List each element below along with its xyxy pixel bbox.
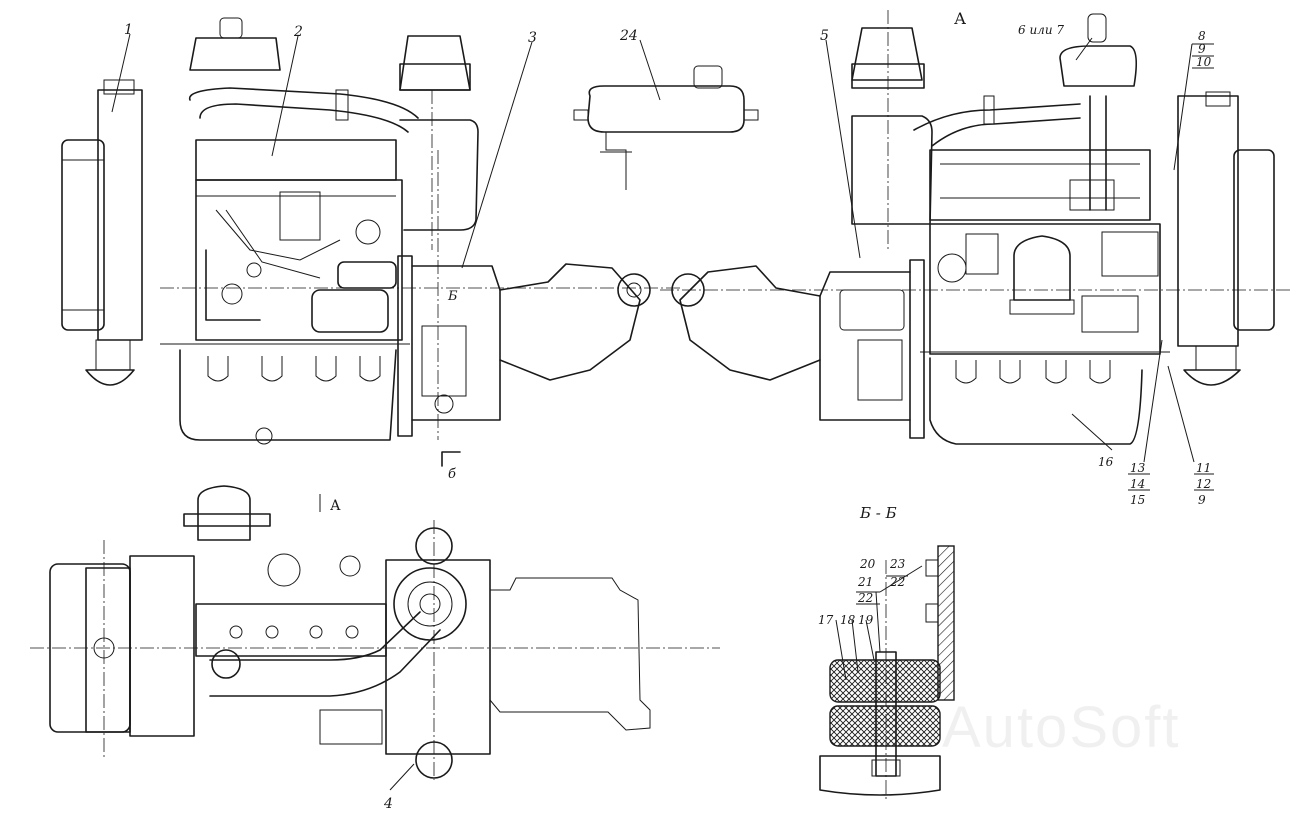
section-bb-view — [819, 545, 955, 800]
callout-13: 13 — [1130, 461, 1146, 475]
callout-6-or-7: 6 или 7 — [1018, 23, 1064, 37]
callout-10: 10 — [1196, 55, 1212, 69]
callout-22-right: 22 — [889, 575, 905, 589]
section-mark-lower: б — [448, 467, 456, 482]
view-labels: А А Б б Б - Б — [330, 9, 966, 522]
callout-2: 2 — [293, 24, 303, 40]
callout-5: 5 — [820, 28, 829, 44]
left-side-view — [61, 17, 680, 467]
section-mark-upper: Б — [447, 289, 458, 304]
callout-14: 14 — [1130, 477, 1145, 491]
callout-23: 23 — [889, 557, 906, 571]
callout-4: 4 — [383, 796, 393, 812]
callout-15: 15 — [1130, 493, 1145, 507]
callout-3: 3 — [528, 30, 537, 46]
callout-9-top: 9 — [1198, 42, 1206, 56]
callout-17: 17 — [818, 613, 834, 627]
callout-labels: 1 2 3 4 5 6 или 7 8 9 10 11 12 9 13 14 1… — [124, 22, 1212, 812]
callout-20: 20 — [859, 557, 876, 571]
callout-9-bottom: 9 — [1198, 493, 1206, 507]
callout-8: 8 — [1198, 29, 1206, 43]
right-side-view — [660, 10, 1290, 445]
section-bb-title: Б - Б — [859, 504, 897, 522]
view-a-label: А — [954, 9, 966, 28]
callout-19: 19 — [858, 613, 874, 627]
callout-1: 1 — [124, 22, 133, 38]
callout-21: 21 — [857, 575, 873, 589]
view-a-arrow-label: А — [330, 498, 341, 514]
callout-24: 24 — [619, 28, 638, 44]
leader-lines — [111, 33, 1214, 791]
callout-22-left: 22 — [857, 591, 873, 605]
callout-18: 18 — [840, 613, 856, 627]
callout-16: 16 — [1098, 455, 1114, 469]
expansion-tank-view — [573, 65, 759, 190]
watermark: AutoSoft — [942, 695, 1181, 760]
callout-12: 12 — [1196, 477, 1211, 491]
callout-11: 11 — [1196, 461, 1211, 475]
top-view — [30, 485, 720, 780]
